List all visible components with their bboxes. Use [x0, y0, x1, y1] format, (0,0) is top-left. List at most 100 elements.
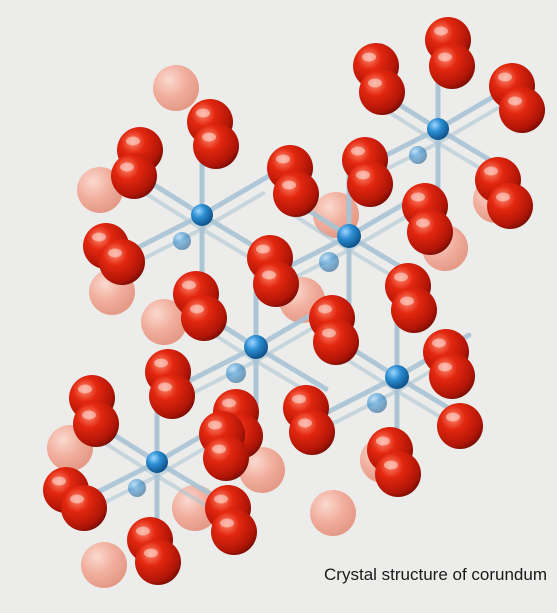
- oxygen-atom: [347, 161, 393, 207]
- atom-highlight: [120, 162, 134, 172]
- atom-highlight: [362, 52, 376, 62]
- atom-highlight: [70, 494, 84, 504]
- oxygen-atom: [289, 409, 335, 455]
- atom-highlight: [356, 170, 370, 180]
- atom-highlight: [434, 26, 448, 36]
- oxygen-atom: [313, 319, 359, 365]
- oxygen-atom: [149, 373, 195, 419]
- atom-highlight: [282, 180, 296, 190]
- oxygen-atom: [153, 65, 199, 111]
- atom-highlight: [508, 96, 522, 106]
- atom-highlight: [136, 526, 150, 536]
- oxygen-atom: [487, 183, 533, 229]
- atom-highlight: [416, 218, 430, 228]
- atom-highlight: [182, 280, 196, 290]
- atom-highlight: [190, 304, 204, 314]
- atom-highlight: [318, 304, 332, 314]
- oxygen-atom: [273, 171, 319, 217]
- atom-highlight: [220, 518, 234, 528]
- aluminum-atom: [226, 363, 246, 383]
- aluminum-layer: [128, 118, 449, 497]
- oxygen-atom: [73, 401, 119, 447]
- oxygen-atom: [253, 261, 299, 307]
- oxygen-atom: [359, 69, 405, 115]
- aluminum-atom: [244, 335, 268, 359]
- bond-rod: [190, 359, 258, 396]
- bond-rod: [136, 227, 204, 264]
- oxygen-atom: [239, 447, 285, 493]
- atom-highlight: [496, 192, 510, 202]
- atom-highlight: [394, 272, 408, 282]
- aluminum-atom: [319, 252, 339, 272]
- atom-highlight: [484, 166, 498, 176]
- bond-rod: [319, 374, 400, 418]
- atom-highlight: [498, 72, 512, 82]
- aluminum-atom: [173, 232, 191, 250]
- atom-highlight: [108, 248, 122, 258]
- atom-highlight: [298, 418, 312, 428]
- atom-highlight: [400, 296, 414, 306]
- atom-highlight: [208, 420, 222, 430]
- bond-rod: [124, 212, 205, 256]
- atom-highlight: [144, 548, 158, 558]
- oxygen-atom: [99, 239, 145, 285]
- aluminum-atom: [367, 393, 387, 413]
- atom-highlight: [154, 358, 168, 368]
- bond-rod: [178, 344, 259, 388]
- aluminum-atom: [427, 118, 449, 140]
- atom-highlight: [384, 460, 398, 470]
- back-layer: [47, 65, 519, 588]
- atom-highlight: [292, 394, 306, 404]
- atom-highlight: [376, 436, 390, 446]
- aluminum-atom: [128, 479, 146, 497]
- oxygen-atom: [61, 485, 107, 531]
- atom-highlight: [158, 382, 172, 392]
- atom-highlight: [52, 476, 66, 486]
- oxygen-atom: [429, 43, 475, 89]
- oxygen-atom: [193, 123, 239, 169]
- aluminum-atom: [146, 451, 168, 473]
- bond-rod: [253, 344, 329, 392]
- front-layer: [43, 17, 545, 585]
- oxygen-atom: [499, 87, 545, 133]
- figure-caption: Crystal structure of corundum: [324, 565, 547, 584]
- oxygen-atom: [172, 485, 218, 531]
- atom-highlight: [92, 232, 106, 242]
- oxygen-atom: [111, 153, 157, 199]
- oxygen-atom: [375, 451, 421, 497]
- atom-highlight: [322, 328, 336, 338]
- atom-highlight: [202, 132, 216, 142]
- atom-highlight: [78, 384, 92, 394]
- oxygen-atom: [407, 209, 453, 255]
- oxygen-atom: [391, 287, 437, 333]
- aluminum-atom: [385, 365, 409, 389]
- atom-highlight: [446, 412, 460, 422]
- oxygen-atom: [203, 435, 249, 481]
- aluminum-atom: [337, 224, 361, 248]
- atom-highlight: [256, 244, 270, 254]
- atom-highlight: [82, 410, 96, 420]
- atom-highlight: [432, 338, 446, 348]
- oxygen-atom: [135, 539, 181, 585]
- atom-highlight: [214, 494, 228, 504]
- bond-rod: [331, 389, 399, 426]
- atom-highlight: [411, 192, 425, 202]
- atom-highlight: [368, 78, 382, 88]
- atom-highlight: [438, 52, 452, 62]
- oxygen-atom: [141, 299, 187, 345]
- atom-highlight: [276, 154, 290, 164]
- aluminum-atom: [191, 204, 213, 226]
- atom-highlight: [222, 398, 236, 408]
- oxygen-atom: [181, 295, 227, 341]
- aluminum-atom: [409, 146, 427, 164]
- oxygen-atom: [211, 509, 257, 555]
- atom-highlight: [126, 136, 140, 146]
- atom-highlight: [262, 270, 276, 280]
- oxygen-atom: [310, 490, 356, 536]
- atom-highlight: [196, 108, 210, 118]
- oxygen-atom: [429, 353, 475, 399]
- bond-rod: [199, 170, 277, 218]
- bond-layer: [79, 44, 513, 546]
